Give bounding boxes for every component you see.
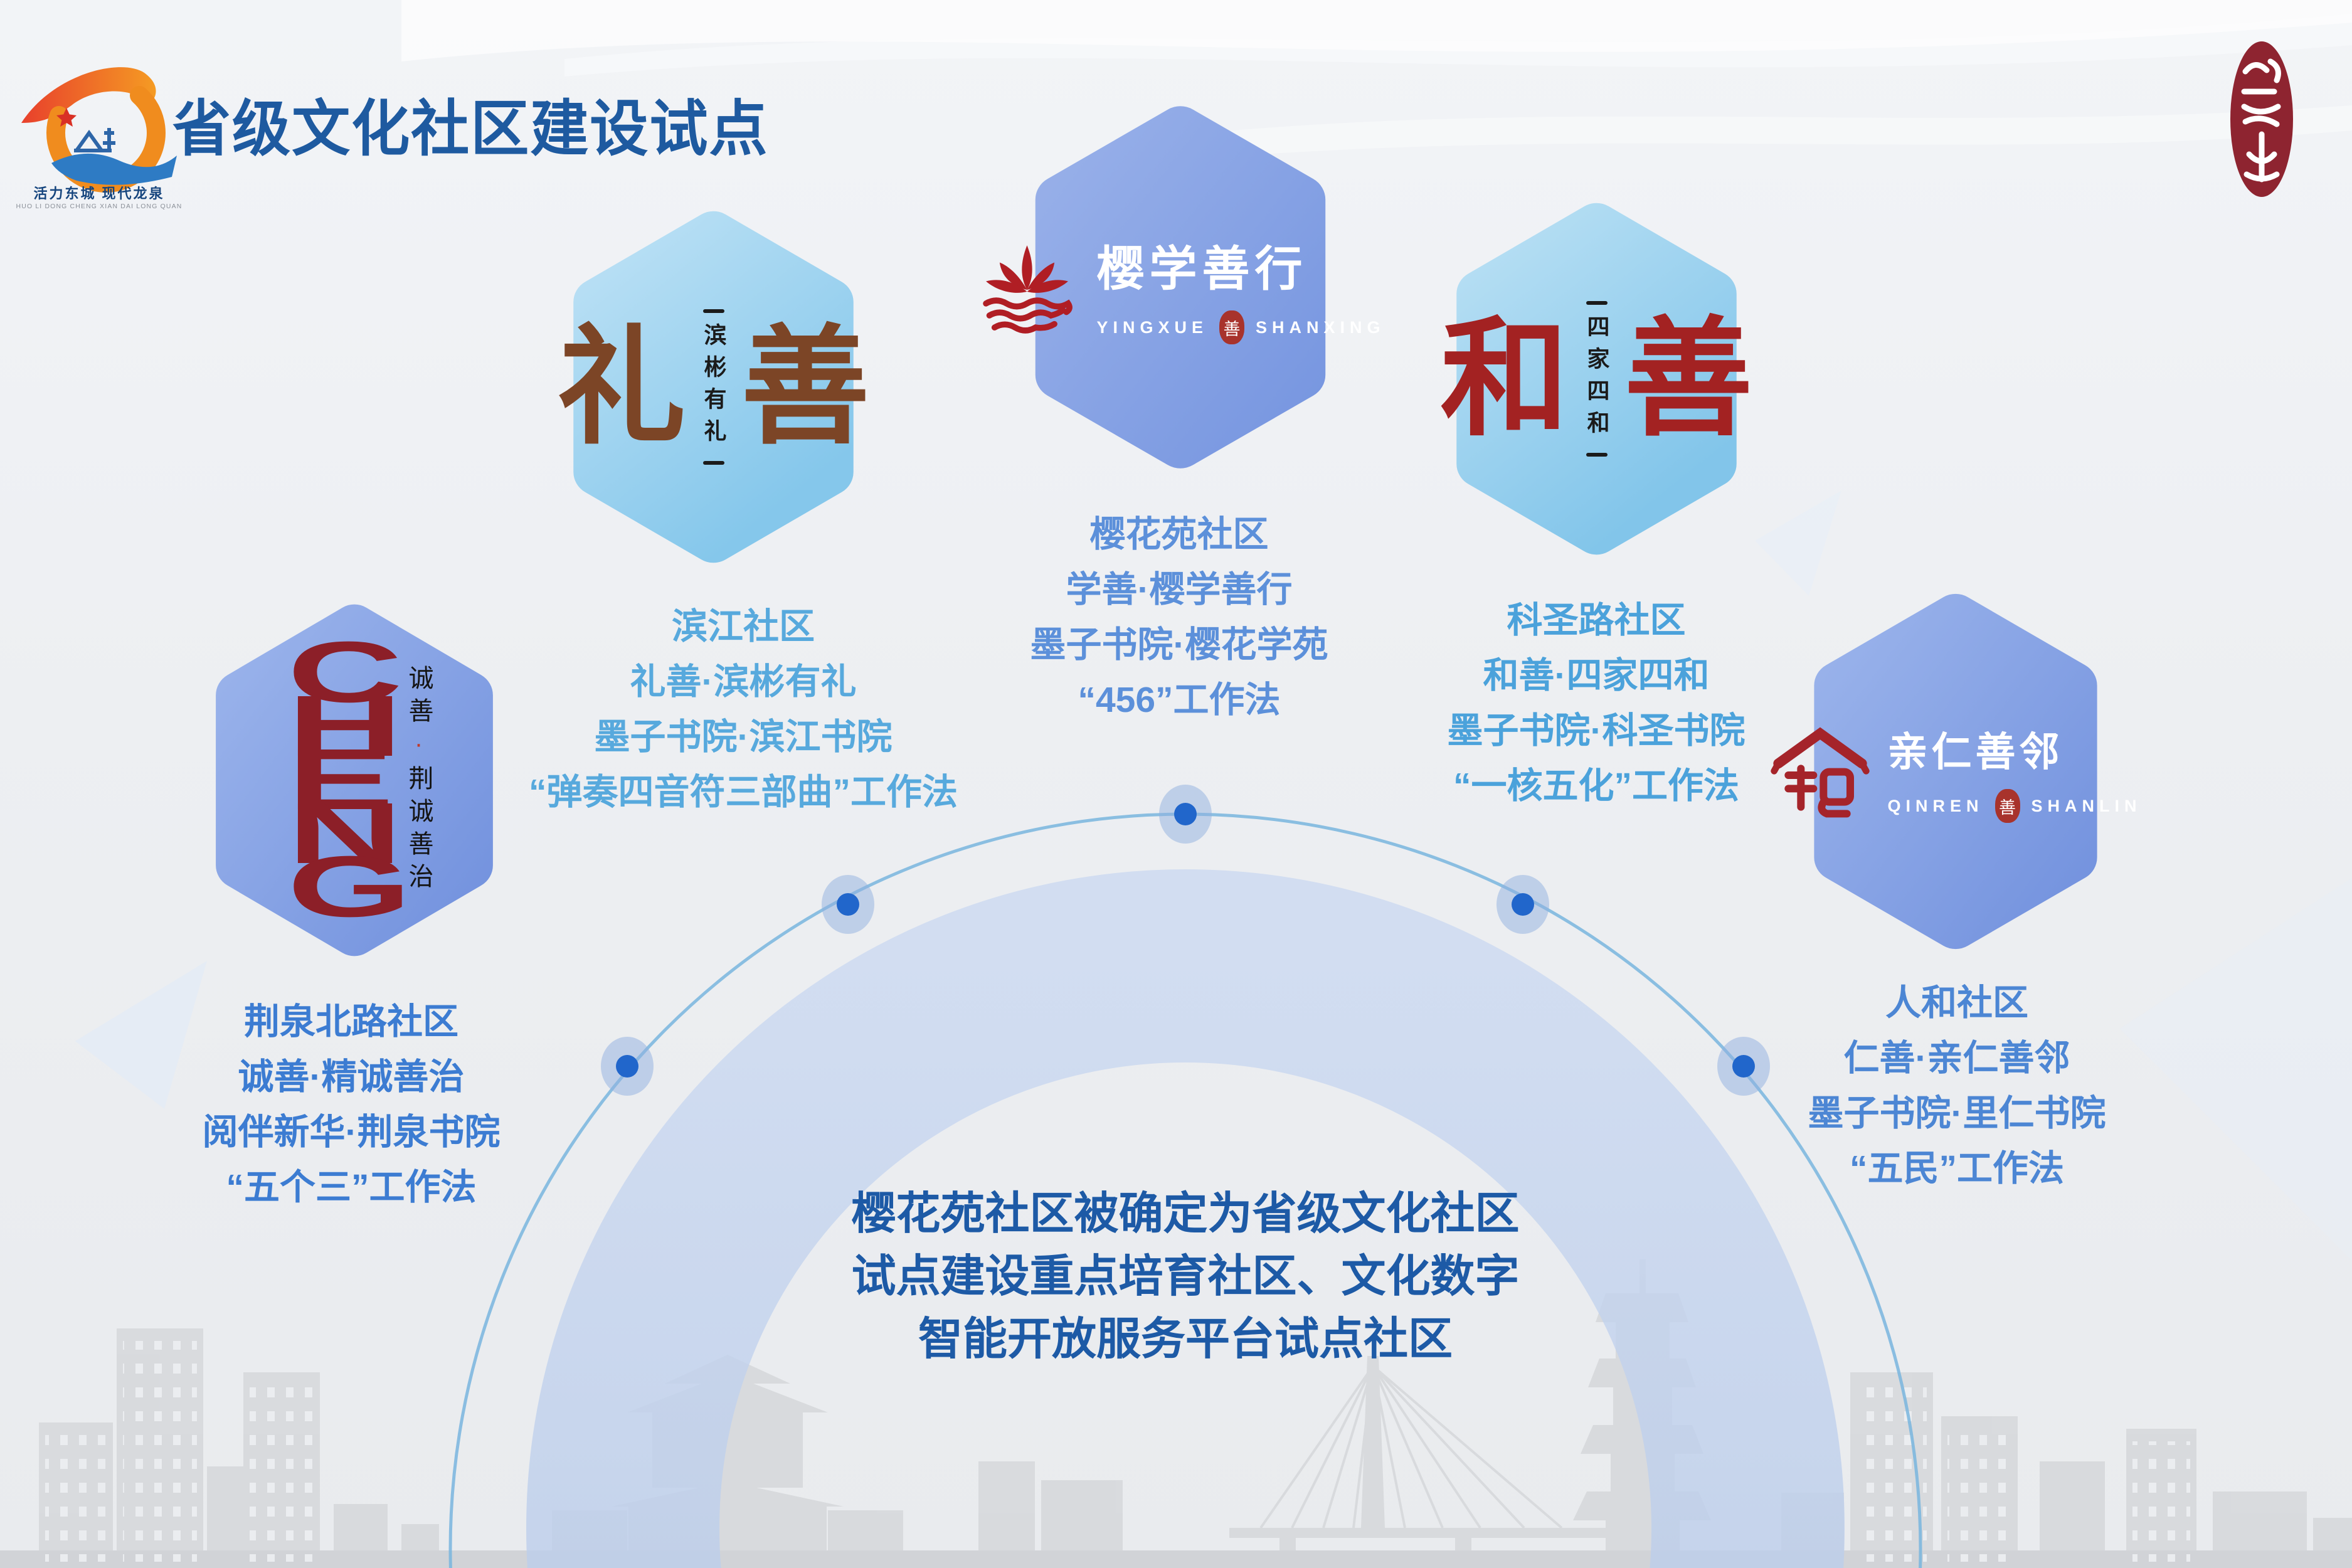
community-group-binjiang: 滨江社区 礼善·滨彬有礼 墨子书院·滨江书院 “弹奏四音符三部曲”工作法	[430, 599, 1057, 820]
community-academy: 阅伴新华·荆泉书院	[202, 1112, 501, 1152]
community-name: 滨江社区	[672, 607, 815, 647]
community-motto: 仁善·亲仁善邻	[1843, 1038, 2070, 1078]
star-icon	[56, 108, 77, 127]
shan-seal-icon: 善	[1219, 310, 1245, 344]
dash-icon	[1586, 301, 1608, 305]
badge-he-hexagon: 和 四家四和 善	[1441, 191, 1753, 566]
dash-icon	[702, 461, 724, 465]
longquan-seal-icon	[2230, 41, 2293, 197]
callout-text: 樱花苑社区被确定为省级文化社区 试点建设重点培育社区、文化数字 智能开放服务平台…	[721, 1183, 1650, 1371]
community-method: “一核五化”工作法	[1453, 766, 1739, 806]
blue-wave	[51, 153, 177, 185]
page-title: 省级文化社区建设试点	[172, 95, 769, 163]
house-he-icon	[1770, 727, 1870, 818]
middle-text: 滨彬有礼	[701, 323, 727, 451]
community-motto: 和善·四家四和	[1483, 655, 1710, 696]
community-name: 樱花苑社区	[1089, 514, 1269, 554]
hexagon-shape	[1814, 593, 2097, 950]
callout-line: 智能开放服务平台试点社区	[918, 1315, 1453, 1364]
community-academy: 墨子书院·科圣书院	[1447, 711, 1745, 751]
hexagon-shape	[1456, 203, 1737, 555]
community-group-yinghuayuan: 樱花苑社区 学善·樱学善行 墨子书院·樱花学苑 “456”工作法	[897, 507, 1461, 728]
shan-char: 善	[741, 311, 870, 462]
callout-line: 樱花苑社区被确定为省级文化社区	[851, 1189, 1520, 1239]
hexagon-shape	[216, 604, 493, 956]
community-group-renhe: 人和社区 仁善·亲仁善邻 墨子书院·里仁书院 “五民”工作法	[1675, 975, 2239, 1196]
badge-cheng-hexagon: CHENG 诚善·荆诚善治	[207, 593, 502, 968]
badge-li-hexagon: 礼 滨彬有礼 善	[558, 199, 870, 575]
community-academy: 墨子书院·樱花学苑	[1030, 625, 1328, 665]
badge-qinren-hexagon: 亲仁善邻 QINREN 善 SHANLIN	[1770, 582, 2137, 961]
badge-title: 亲仁善邻	[1887, 729, 2063, 776]
latin-left: QINREN	[1887, 796, 1984, 815]
cheng-side-text: 诚善·荆诚善治	[405, 665, 433, 896]
logo-slogan-en: HUO LI DONG CHENG XIAN DAI LONG QUAN	[16, 203, 182, 210]
shan-seal-icon: 善	[1994, 789, 2020, 823]
community-method: “五个三”工作法	[226, 1167, 477, 1207]
he-char: 和	[1440, 303, 1569, 454]
community-name: 荆泉北路社区	[244, 1002, 458, 1042]
community-academy: 墨子书院·里仁书院	[1808, 1093, 2106, 1133]
middle-text: 四家四和	[1584, 315, 1610, 443]
community-motto: 诚善·精诚善治	[238, 1057, 465, 1097]
lotus-book-icon	[983, 245, 1073, 334]
side-text-dot: ·	[405, 730, 433, 765]
latin-right: SHANLIN	[2031, 796, 2142, 815]
arc-dots	[601, 785, 1770, 1096]
logo-slogan-cn: 活力东城 现代龙泉	[33, 186, 164, 201]
community-method: “五民”工作法	[1850, 1148, 2064, 1189]
community-method: “弹奏四音符三部曲”工作法	[529, 772, 958, 812]
side-text-right: 荆诚善治	[405, 765, 433, 896]
hexagon-shape	[573, 211, 854, 563]
community-name: 人和社区	[1885, 983, 2028, 1023]
arch-band	[526, 869, 1845, 1568]
li-char: 礼	[557, 311, 686, 462]
badge-title: 樱学善行	[1096, 241, 1308, 297]
dash-icon	[702, 309, 724, 313]
dash-icon	[1586, 453, 1608, 457]
community-method: “456”工作法	[1078, 680, 1281, 720]
cheng-monogram: CHENG	[287, 624, 412, 936]
side-text-left: 诚善	[405, 665, 433, 730]
community-academy: 墨子书院·滨江书院	[594, 717, 893, 757]
hexagon-shape	[1035, 106, 1326, 469]
callout-line: 试点建设重点培育社区、文化数字	[851, 1252, 1520, 1301]
shan-char: 善	[1624, 303, 1753, 454]
city-brand-logo: 活力东城 现代龙泉 HUO LI DONG CHENG XIAN DAI LON…	[16, 67, 182, 210]
latin-left: YINGXUE	[1096, 317, 1209, 337]
he-middle-motto: 四家四和	[1581, 301, 1613, 457]
latin-right: SHANXING	[1256, 317, 1385, 337]
bridge-pagoda-icon	[74, 128, 115, 152]
community-name: 科圣路社区	[1507, 600, 1686, 640]
badge-yingxue-hexagon: 樱学善行 YINGXUE 善 SHANXING	[983, 94, 1380, 480]
community-motto: 学善·樱学善行	[1066, 569, 1293, 610]
community-group-kesheng: 科圣路社区 和善·四家四和 墨子书院·科圣书院 “一核五化”工作法	[1314, 593, 1878, 813]
community-motto: 礼善·滨彬有礼	[630, 662, 857, 702]
li-middle-motto: 滨彬有礼	[697, 309, 730, 465]
community-group-jingquan: 荆泉北路社区 诚善·精诚善治 阅伴新华·荆泉书院 “五个三”工作法	[69, 994, 633, 1215]
